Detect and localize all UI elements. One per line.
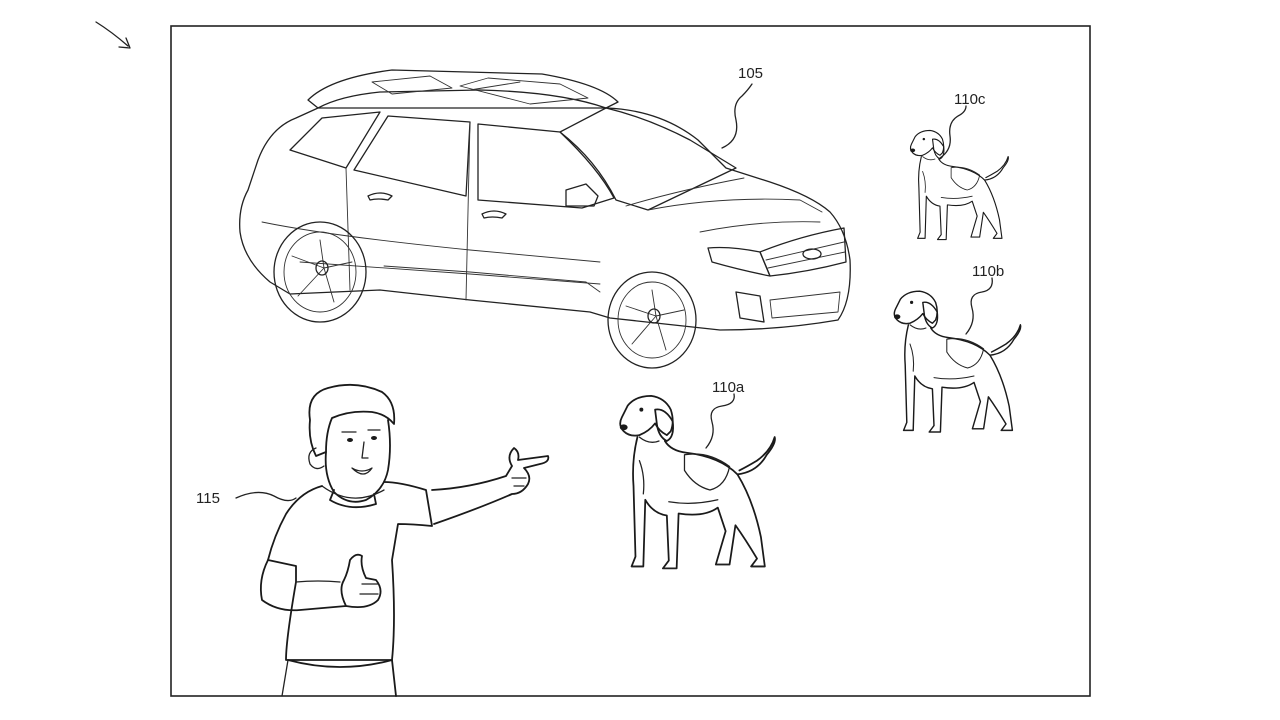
figure-arrow-icon bbox=[95, 21, 131, 49]
person-icon bbox=[235, 383, 550, 697]
dog-a-icon bbox=[618, 395, 776, 570]
dog-a-reference-label: 110a bbox=[712, 379, 745, 396]
vehicle-icon bbox=[239, 69, 851, 369]
dog-c-leader-line bbox=[939, 105, 967, 159]
dog-a-leader-line bbox=[705, 393, 735, 449]
dog-b-reference-label: 110b bbox=[972, 263, 1004, 280]
dog-c-reference-label: 110c bbox=[954, 91, 986, 108]
vehicle-reference-label: 105 bbox=[738, 65, 763, 82]
person-reference-label: 115 bbox=[196, 490, 220, 507]
dog-b-leader-line bbox=[965, 277, 993, 335]
figure-frame bbox=[170, 25, 1091, 697]
dog-b-icon bbox=[893, 290, 1022, 433]
dog-c-icon bbox=[909, 129, 1009, 241]
